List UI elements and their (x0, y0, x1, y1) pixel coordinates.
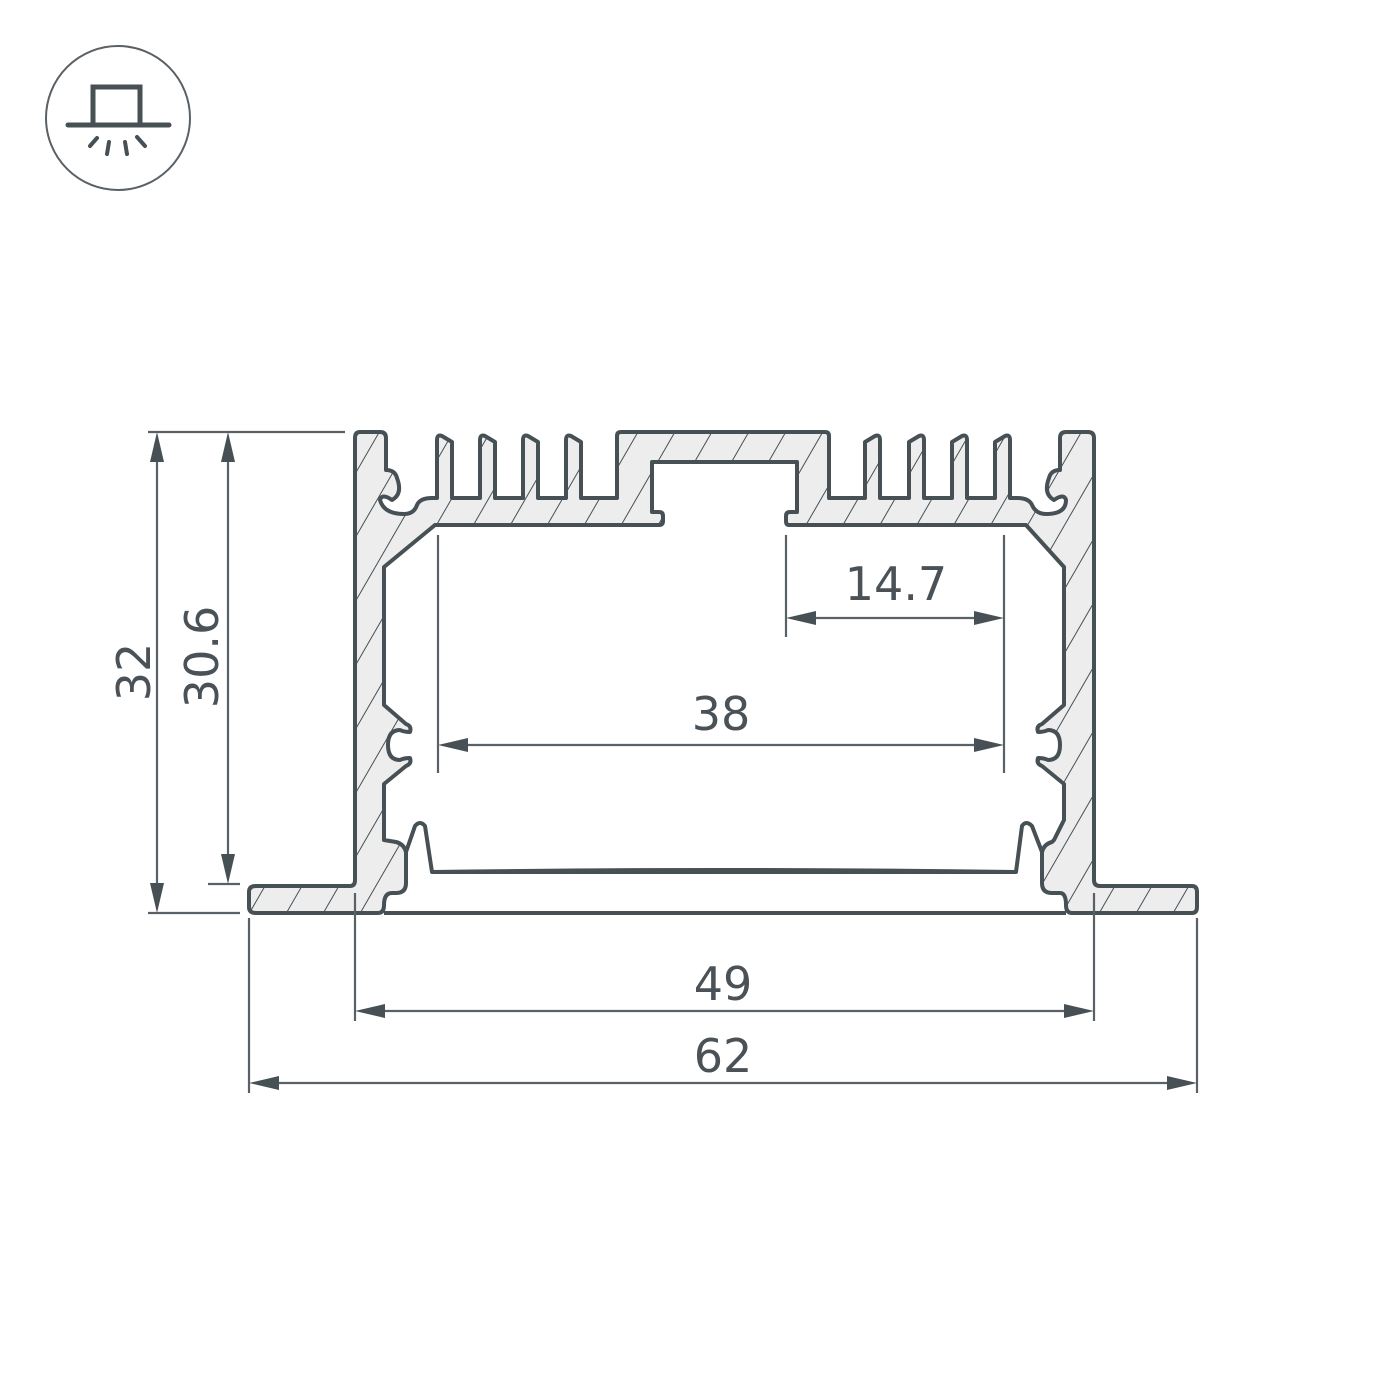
dimension-total-height: 32 (107, 430, 345, 915)
dim-label-body-width: 49 (694, 957, 753, 1011)
dimension-total-width: 62 (247, 918, 1199, 1093)
dim-label-inner-width: 38 (692, 687, 751, 741)
dimension-body-height: 30.6 (175, 432, 240, 886)
dimension-body-width: 49 (353, 893, 1096, 1021)
recessed-mount-light-icon (45, 45, 191, 191)
dimension-inner-width: 38 (436, 535, 1004, 773)
dim-label-total-width: 62 (694, 1029, 753, 1083)
dim-label-body-height: 30.6 (175, 606, 229, 708)
dim-label-channel-width: 14.7 (845, 557, 947, 611)
dim-label-total-height: 32 (107, 643, 161, 702)
profile-cross-section (247, 430, 1199, 915)
dimension-channel-width: 14.7 (784, 535, 1006, 773)
